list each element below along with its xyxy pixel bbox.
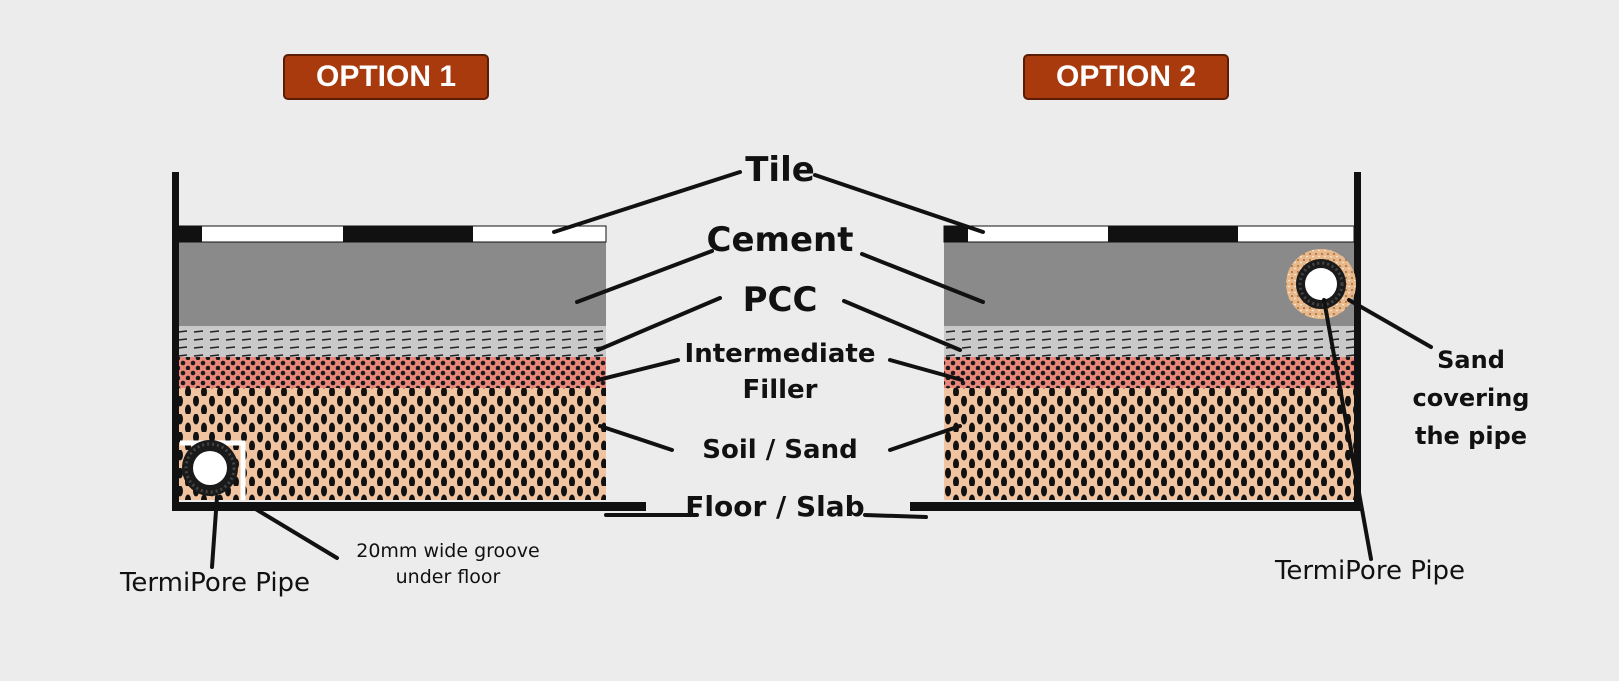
leader-soil-right [888,424,962,452]
label-pipe-right: TermiPore Pipe [1274,556,1466,586]
opt2-filler-layer [944,357,1354,388]
leader-pcc-left [596,296,722,352]
option2-cross-section [910,172,1361,511]
opt2-pipe-with-sand [1286,249,1356,319]
opt1-soil-layer [178,388,606,500]
label-groove-line1: 20mm wide groove [356,540,540,562]
opt2-cement-layer [944,242,1354,326]
leader-sand [1347,298,1433,349]
label-pipe-left: TermiPore Pipe [119,568,311,598]
leader-pcc-right [842,299,962,352]
label-sand-line3: the pipe [1414,422,1528,450]
label-filler-line2: Filler [742,375,818,405]
option1-cross-section [172,172,646,511]
opt2-soil-layer [944,388,1354,500]
label-filler-line1: Intermediate [684,339,876,369]
opt1-floor-slab [172,502,646,511]
leader-pipe-left [210,495,219,569]
label-pcc: PCC [742,280,818,320]
leader-cement-left [575,249,714,304]
label-soil: Soil / Sand [702,435,858,465]
label-sand-line2: covering [1412,384,1530,412]
leader-filler-right [888,358,964,382]
opt1-tile-row [177,225,607,243]
leader-cement-right [860,252,985,304]
leader-tile-right [813,173,985,234]
leader-floor-right [863,513,928,519]
opt2-wall [1354,172,1361,510]
opt2-tile-row [943,225,1355,243]
opt1-wall [172,172,179,510]
opt2-pcc-layer [944,326,1354,357]
label-floor: Floor / Slab [685,490,865,523]
option1-title-badge: OPTION 1 [283,54,489,100]
leader-soil-left [598,424,674,452]
label-tile: Tile [745,150,815,190]
opt2-floor-slab [910,502,1361,511]
label-sand-line1: Sand [1437,346,1505,374]
leader-pipe-right [1322,298,1373,561]
opt1-filler-layer [178,357,606,388]
label-cement: Cement [706,220,854,260]
opt1-pipe [182,440,238,496]
option2-title-badge: OPTION 2 [1023,54,1229,100]
opt1-cement-layer [178,242,606,326]
leader-groove [247,503,339,560]
leader-filler-left [596,358,680,382]
opt1-pcc-layer [178,326,606,357]
label-groove-line2: under floor [395,566,501,588]
leader-tile-left [552,170,742,234]
leader-lines [210,170,1433,569]
